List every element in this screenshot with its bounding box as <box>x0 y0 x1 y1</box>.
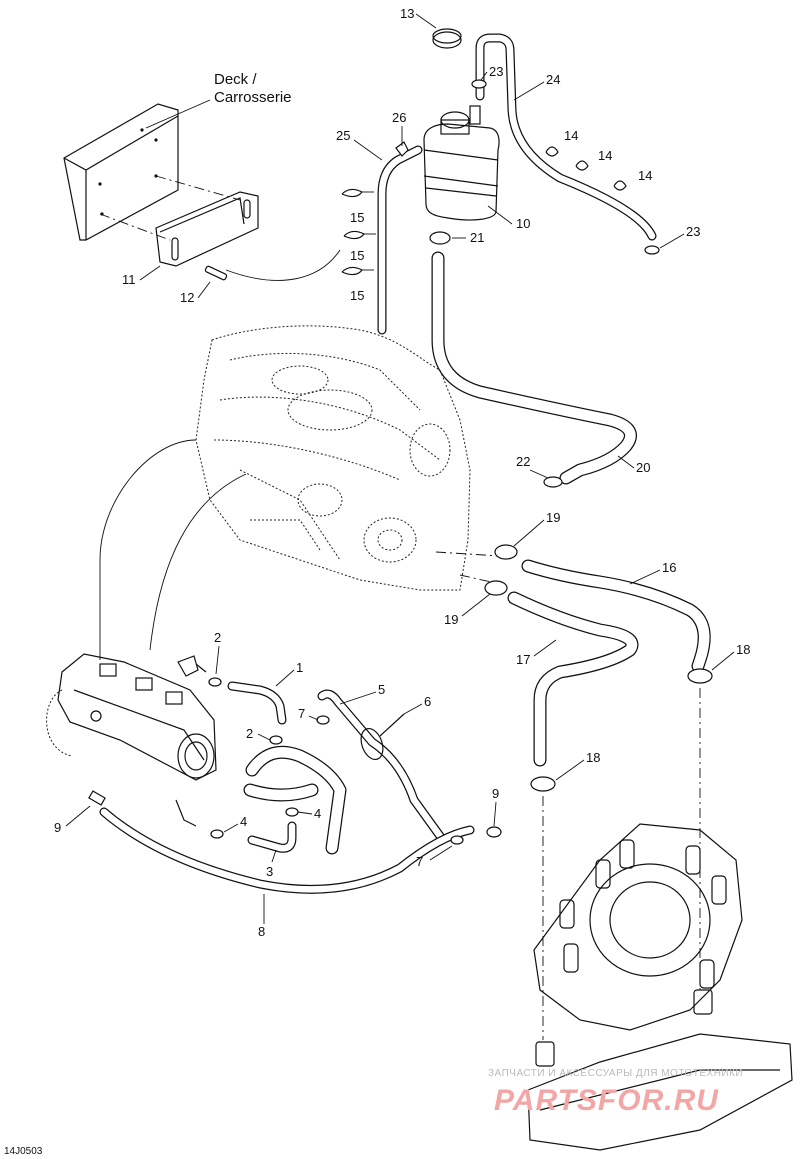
hose-clamp-19-lower <box>484 580 508 596</box>
callout-2-upper: 2 <box>214 630 221 645</box>
callout-3: 3 <box>266 864 273 879</box>
fitting-9-left <box>88 790 106 806</box>
callout-19-upper: 19 <box>546 510 560 525</box>
callout-22: 22 <box>516 454 530 469</box>
callout-7-lower: 7 <box>416 854 423 869</box>
hose-clamp-21 <box>429 231 451 245</box>
figure-code: 14J0503 <box>4 1146 43 1157</box>
callout-25: 25 <box>336 128 350 143</box>
callout-9-left: 9 <box>54 820 61 835</box>
callout-16: 16 <box>662 560 676 575</box>
callout-11: 11 <box>122 272 136 287</box>
callout-24: 24 <box>546 72 560 87</box>
hose-clamp-23-lower <box>644 245 660 255</box>
hose-clamp-4-right <box>285 807 299 817</box>
watermark-tagline: ЗАПЧАСТИ И АКСЕССУАРЫ ДЛЯ МОТОТЕХНИКИ <box>488 1068 743 1079</box>
deck-label-line1: Deck / <box>214 71 257 88</box>
callout-10: 10 <box>516 216 530 231</box>
hose-clamps-15 <box>341 188 376 276</box>
callout-5: 5 <box>378 682 385 697</box>
callout-13: 13 <box>400 6 414 21</box>
callout-26: 26 <box>392 110 406 125</box>
callout-23-lower: 23 <box>686 224 700 239</box>
watermark-logo: PARTSFOR.RU <box>494 1084 719 1117</box>
exhaust-manifold <box>46 653 217 781</box>
callout-18-left: 18 <box>586 750 600 765</box>
callout-23-upper: 23 <box>489 64 503 79</box>
callout-20: 20 <box>636 460 650 475</box>
hose-clamp-22 <box>543 476 563 488</box>
hose-clamp-18-right <box>687 668 713 684</box>
callout-8: 8 <box>258 924 265 939</box>
hose-clamps-14 <box>545 146 627 191</box>
coolant-tank <box>423 105 500 221</box>
hose-clamp-9-right <box>486 826 502 838</box>
callout-1: 1 <box>296 660 303 675</box>
callout-18-right: 18 <box>736 642 750 657</box>
callout-15-c: 15 <box>350 288 364 303</box>
engine-block <box>195 325 471 591</box>
callout-17: 17 <box>516 652 530 667</box>
hose-clamp-7-lower <box>450 835 464 845</box>
hose-clamp-7-upper <box>316 715 330 725</box>
hose-clamp-26 <box>395 141 409 157</box>
callout-9-right: 9 <box>492 786 499 801</box>
drive-housing <box>533 823 743 1031</box>
callout-4-right: 4 <box>314 806 321 821</box>
corrugated-hose <box>243 745 347 855</box>
callout-21: 21 <box>470 230 484 245</box>
callout-7-upper: 7 <box>298 706 305 721</box>
callout-14-b: 14 <box>598 148 612 163</box>
ride-plate <box>527 989 793 1151</box>
callout-14-a: 14 <box>564 128 578 143</box>
mounting-bracket <box>99 175 259 267</box>
hose-clamp-18-left <box>530 776 556 792</box>
hose-clamp-19-upper <box>494 544 518 560</box>
callout-14-c: 14 <box>638 168 652 183</box>
callout-2-lower: 2 <box>246 726 253 741</box>
callout-4-left: 4 <box>240 814 247 829</box>
elbow-fitting-upper <box>177 655 207 677</box>
deck-label-line2: Carrosserie <box>214 89 292 106</box>
callout-15-b: 15 <box>350 248 364 263</box>
elbow-fitting-lower <box>175 799 197 827</box>
deck-panel <box>63 103 179 241</box>
hose-clamp-2-upper <box>208 677 222 687</box>
hose-clamp-4-left <box>210 829 224 839</box>
callout-19-lower: 19 <box>444 612 458 627</box>
hose-tie-6 <box>360 713 405 761</box>
hose-clamp-23-upper <box>471 79 487 89</box>
radiator-cap <box>432 28 462 49</box>
hose-clamp-2-lower <box>269 735 283 745</box>
callout-12: 12 <box>180 290 194 305</box>
callout-15-a: 15 <box>350 210 364 225</box>
bracket-bolt <box>204 249 341 281</box>
callout-6: 6 <box>424 694 431 709</box>
